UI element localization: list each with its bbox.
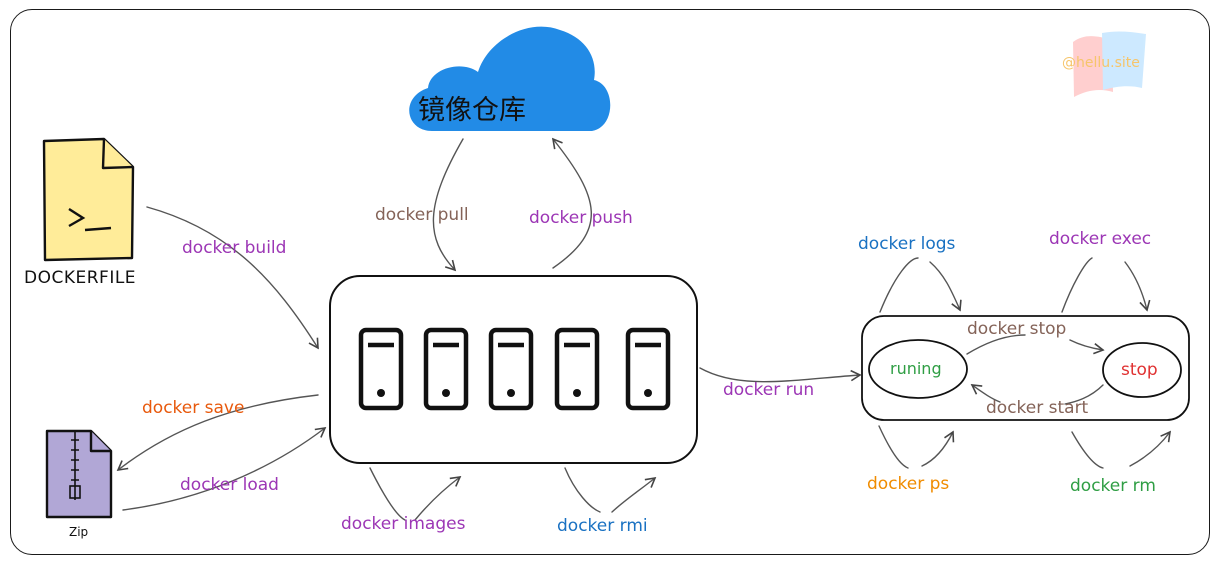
exec-arrow (1061, 257, 1147, 312)
stopped-state (1102, 342, 1182, 398)
running-state (868, 339, 968, 399)
load-arrow (122, 427, 327, 511)
images-box (329, 275, 698, 464)
dockerfile-caption: DOCKERFILE (24, 268, 137, 288)
docker-rmi-label: docker rmi (557, 516, 648, 536)
ps-arrow (878, 426, 953, 469)
stop-arrow (966, 334, 1103, 354)
server-icon (554, 327, 600, 411)
docker-images-label: docker images (341, 514, 466, 534)
docker-build-label: docker build (182, 238, 287, 258)
docker-logs-label: docker logs (858, 234, 956, 254)
pull-arrow (432, 138, 464, 272)
diagram-frame (10, 9, 1210, 555)
server-icon (423, 327, 469, 411)
docker-start-label: docker start (986, 398, 1089, 418)
build-arrow (146, 206, 319, 350)
save-arrow (116, 394, 319, 472)
logs-arrow (879, 257, 960, 312)
watermark-logo (1073, 31, 1146, 97)
images-arrow (369, 468, 460, 521)
push-arrow (551, 137, 592, 269)
stopped-state-label: stop (1121, 360, 1158, 380)
docker-load-label: docker load (180, 475, 279, 495)
docker-exec-label: docker exec (1049, 229, 1152, 249)
docker-stop-label: docker stop (967, 319, 1067, 339)
docker-save-label: docker save (142, 398, 245, 418)
dockerfile-icon (42, 137, 135, 262)
zip-icon (45, 429, 113, 519)
run-arrow (699, 367, 862, 383)
docker-push-label: docker push (529, 208, 633, 228)
cloud-icon (409, 26, 611, 132)
docker-pull-label: docker pull (375, 205, 469, 225)
docker-ps-label: docker ps (867, 474, 950, 494)
zip-caption: Zip (69, 525, 89, 539)
rmi-arrow (564, 468, 655, 513)
server-icon (488, 327, 534, 411)
server-icon (625, 327, 671, 411)
server-icon (358, 327, 404, 411)
watermark-text: @hellu.site (1062, 55, 1140, 71)
registry-label: 镜像仓库 (418, 95, 526, 126)
docker-rm-label: docker rm (1070, 476, 1156, 496)
rm-arrow (1071, 432, 1170, 469)
running-state-label: runing (890, 359, 942, 378)
start-arrow (972, 385, 1104, 405)
docker-run-label: docker run (723, 380, 815, 400)
